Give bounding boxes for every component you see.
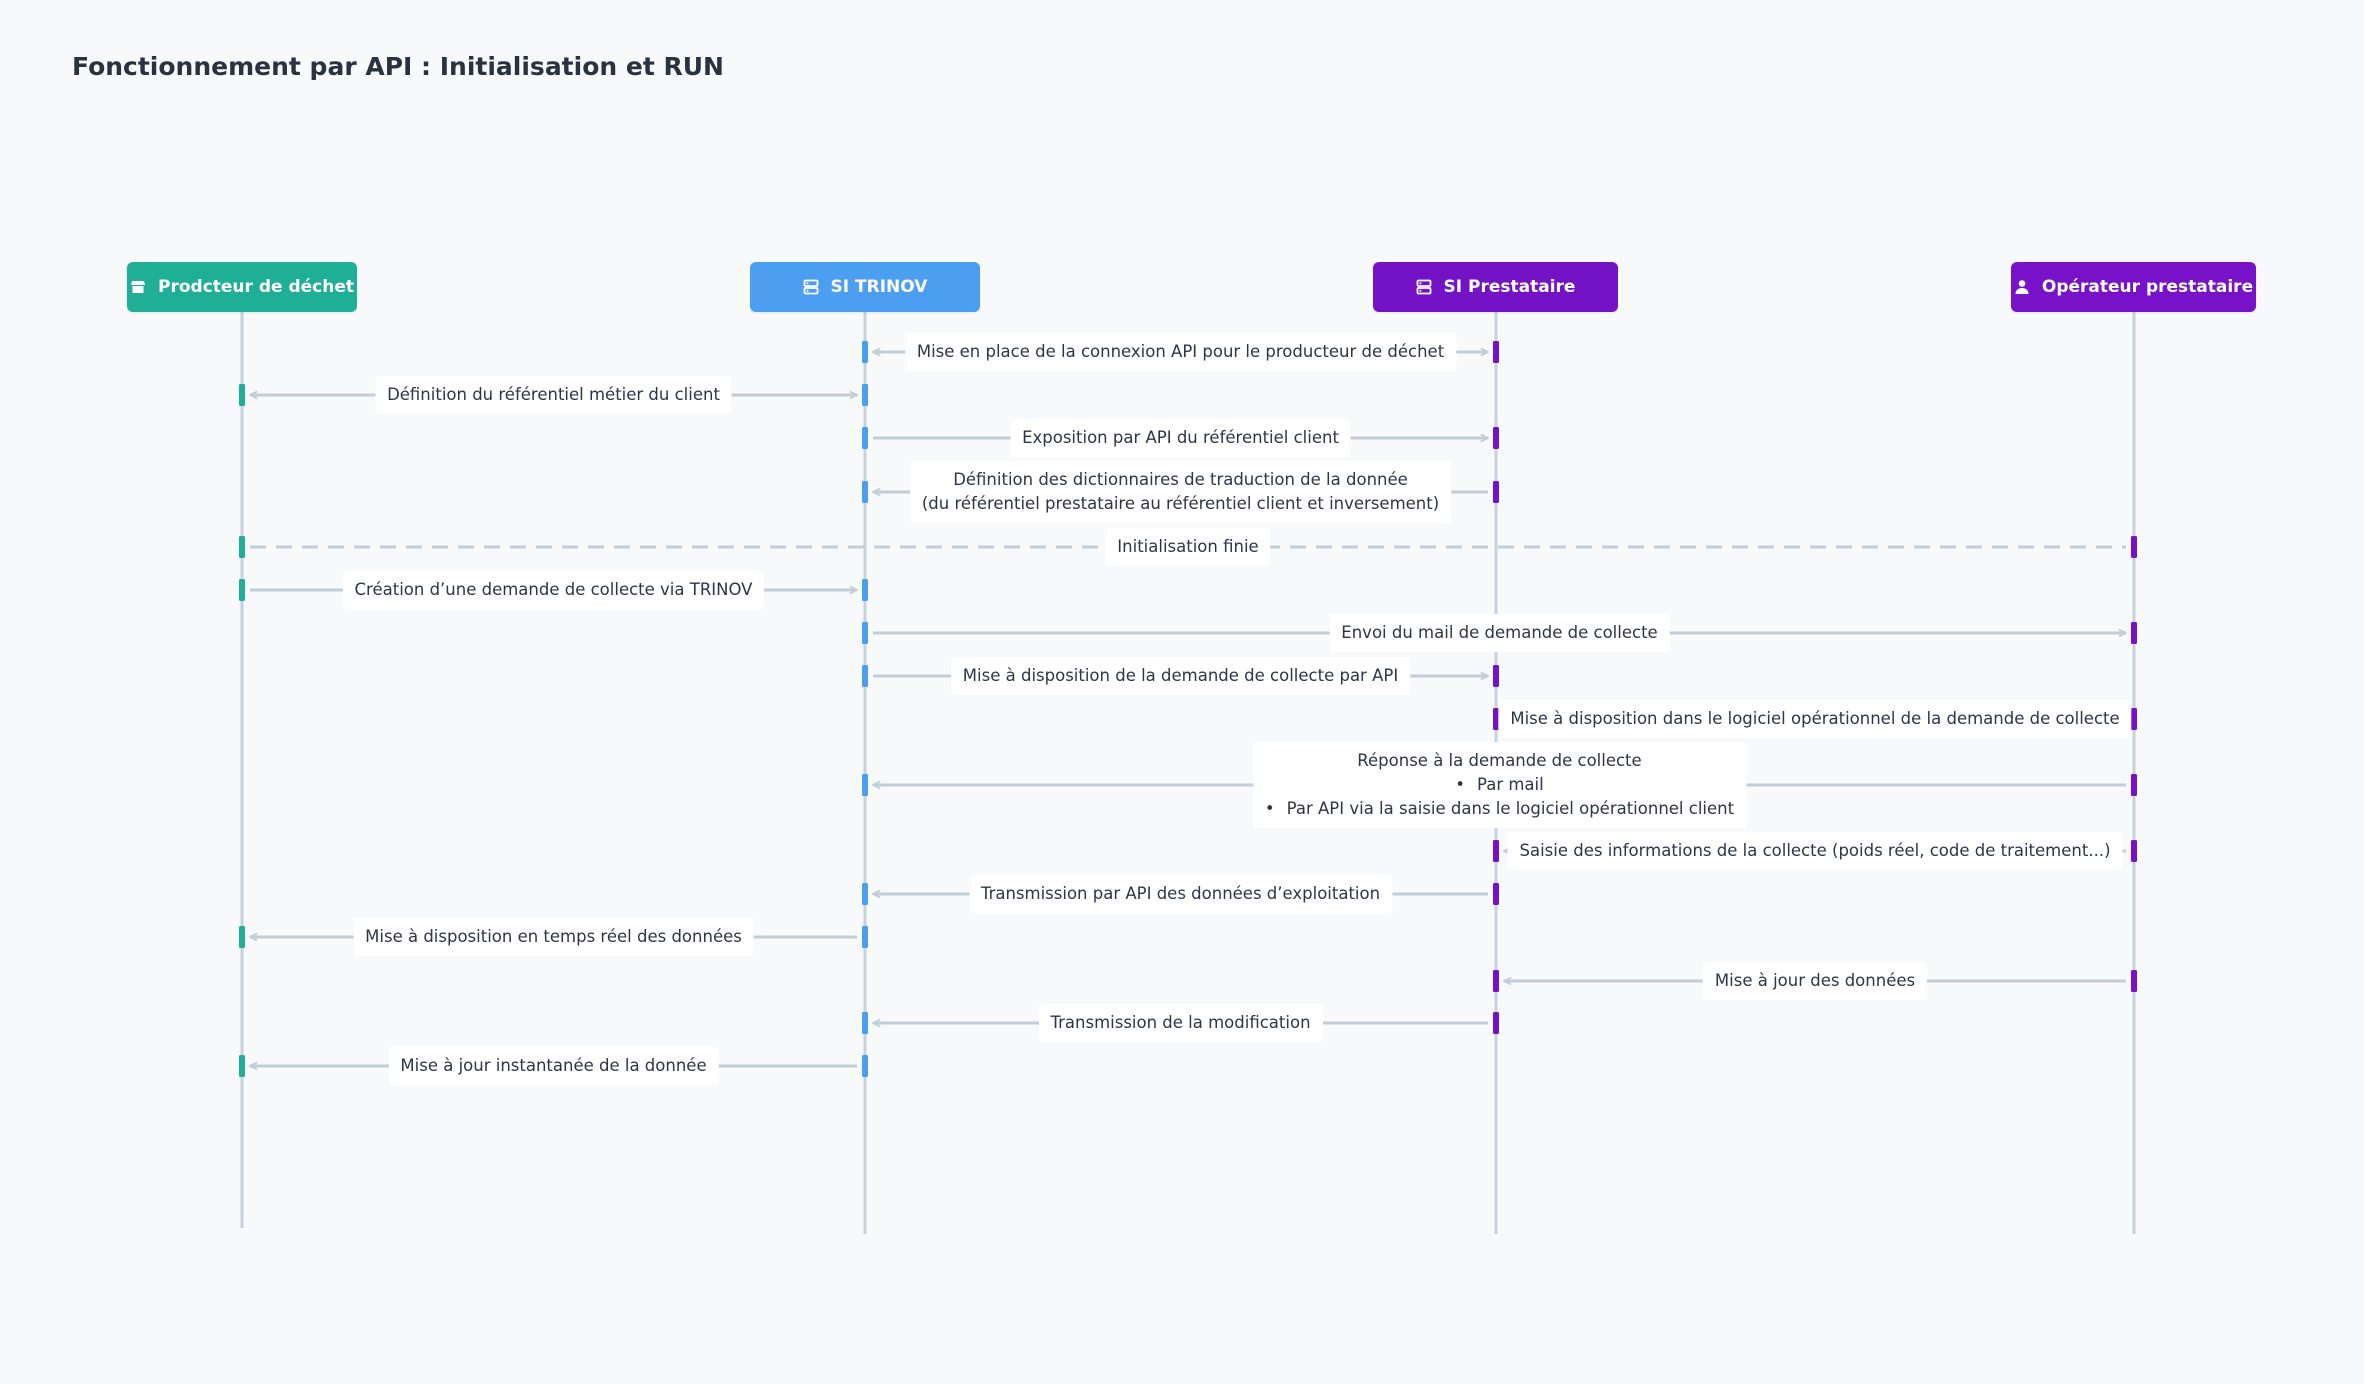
activation-bar-trinov [862, 384, 868, 406]
activation-bar-trinov [862, 774, 868, 796]
message-text: Exposition par API du référentiel client [1022, 428, 1339, 447]
actor-operateur: Opérateur prestataire [2011, 262, 2256, 312]
server-icon [1416, 279, 1432, 295]
message-text: Mise à disposition en temps réel des don… [365, 927, 742, 946]
activation-bar-prestataire [1493, 1012, 1499, 1034]
message-text-line: (du référentiel prestataire au référenti… [921, 494, 1440, 513]
actor-label: Opérateur prestataire [2041, 277, 2254, 297]
page-title: Fonctionnement par API : Initialisation … [72, 52, 724, 81]
message-label: Transmission de la modification [1038, 1004, 1323, 1042]
activation-bar-prestataire [1493, 481, 1499, 503]
message-text: Saisie des informations de la collecte (… [1519, 841, 2111, 860]
activation-bar-trinov [862, 883, 868, 905]
activation-bar-prestataire [1493, 883, 1499, 905]
activation-bar-prestataire [1493, 840, 1499, 862]
message-text: Initialisation finie [1117, 537, 1259, 556]
message-label: Initialisation finie [1105, 528, 1271, 566]
activation-bar-operateur [2131, 774, 2137, 796]
activation-bar-prestataire [1493, 970, 1499, 992]
message-text: Mise à disposition de la demande de coll… [962, 666, 1399, 685]
activation-bar-prestataire [1493, 341, 1499, 363]
activation-bar-operateur [2131, 536, 2137, 558]
message-text: Mise à jour instantanée de la donnée [400, 1056, 707, 1075]
message-label: Mise à jour instantanée de la donnée [388, 1047, 719, 1085]
message-label: Mise à disposition en temps réel des don… [353, 918, 754, 956]
message-label: Réponse à la demande de collectePar mail… [1252, 742, 1747, 828]
activation-bar-producteur [239, 384, 245, 406]
message-text: Mise en place de la connexion API pour l… [916, 342, 1445, 361]
activation-bar-trinov [862, 427, 868, 449]
message-text: Transmission par API des données d’explo… [980, 884, 1381, 903]
message-text: Envoi du mail de demande de collecte [1341, 623, 1658, 642]
message-text: Création d’une demande de collecte via T… [354, 580, 753, 599]
actor-trinov: SI TRINOV [750, 262, 980, 312]
actor-label: Prodcteur de déchet [158, 277, 354, 297]
activation-bar-operateur [2131, 970, 2137, 992]
server-icon [803, 279, 819, 295]
message-bullet-item: Par API via la saisie dans le logiciel o… [1265, 797, 1734, 821]
activation-bar-prestataire [1493, 427, 1499, 449]
activation-bar-operateur [2131, 708, 2137, 730]
message-label: Exposition par API du référentiel client [1010, 419, 1351, 457]
message-label: Mise à disposition dans le logiciel opér… [1498, 700, 2132, 738]
activation-bar-operateur [2131, 622, 2137, 644]
activation-bar-producteur [239, 926, 245, 948]
message-text: Mise à disposition dans le logiciel opér… [1510, 709, 2120, 728]
message-text: Définition du référentiel métier du clie… [387, 385, 720, 404]
activation-bar-trinov [862, 1055, 868, 1077]
message-text-line: Définition des dictionnaires de traducti… [953, 470, 1408, 489]
actor-prestataire: SI Prestataire [1373, 262, 1618, 312]
activation-bar-prestataire [1493, 665, 1499, 687]
message-label: Envoi du mail de demande de collecte [1329, 614, 1670, 652]
actor-label: SI TRINOV [830, 277, 928, 297]
message-label: Mise en place de la connexion API pour l… [904, 333, 1457, 371]
store-icon [130, 279, 146, 295]
message-bullet-item: Par mail [1265, 773, 1734, 797]
activation-bar-operateur [2131, 840, 2137, 862]
message-text-line: Réponse à la demande de collecte [1357, 751, 1642, 770]
message-label: Mise à disposition de la demande de coll… [950, 657, 1411, 695]
message-label: Saisie des informations de la collecte (… [1507, 832, 2123, 870]
activation-bar-trinov [862, 341, 868, 363]
activation-bar-producteur [239, 1055, 245, 1077]
actor-label: SI Prestataire [1443, 277, 1576, 297]
activation-bar-trinov [862, 926, 868, 948]
activation-bar-prestataire [1493, 708, 1499, 730]
user-icon [2014, 279, 2030, 295]
activation-bar-producteur [239, 579, 245, 601]
message-label: Création d’une demande de collecte via T… [342, 571, 765, 609]
message-text: Mise à jour des données [1714, 971, 1916, 990]
activation-bar-trinov [862, 579, 868, 601]
activation-bar-trinov [862, 1012, 868, 1034]
message-label: Définition des dictionnaires de traducti… [909, 461, 1452, 523]
message-label: Définition du référentiel métier du clie… [375, 376, 732, 414]
activation-bar-trinov [862, 622, 868, 644]
message-label: Transmission par API des données d’explo… [968, 875, 1393, 913]
activation-bar-producteur [239, 536, 245, 558]
actor-producteur: Prodcteur de déchet [127, 262, 357, 312]
activation-bar-trinov [862, 481, 868, 503]
activation-bar-trinov [862, 665, 868, 687]
message-label: Mise à jour des données [1702, 962, 1928, 1000]
message-text: Transmission de la modification [1050, 1013, 1311, 1032]
